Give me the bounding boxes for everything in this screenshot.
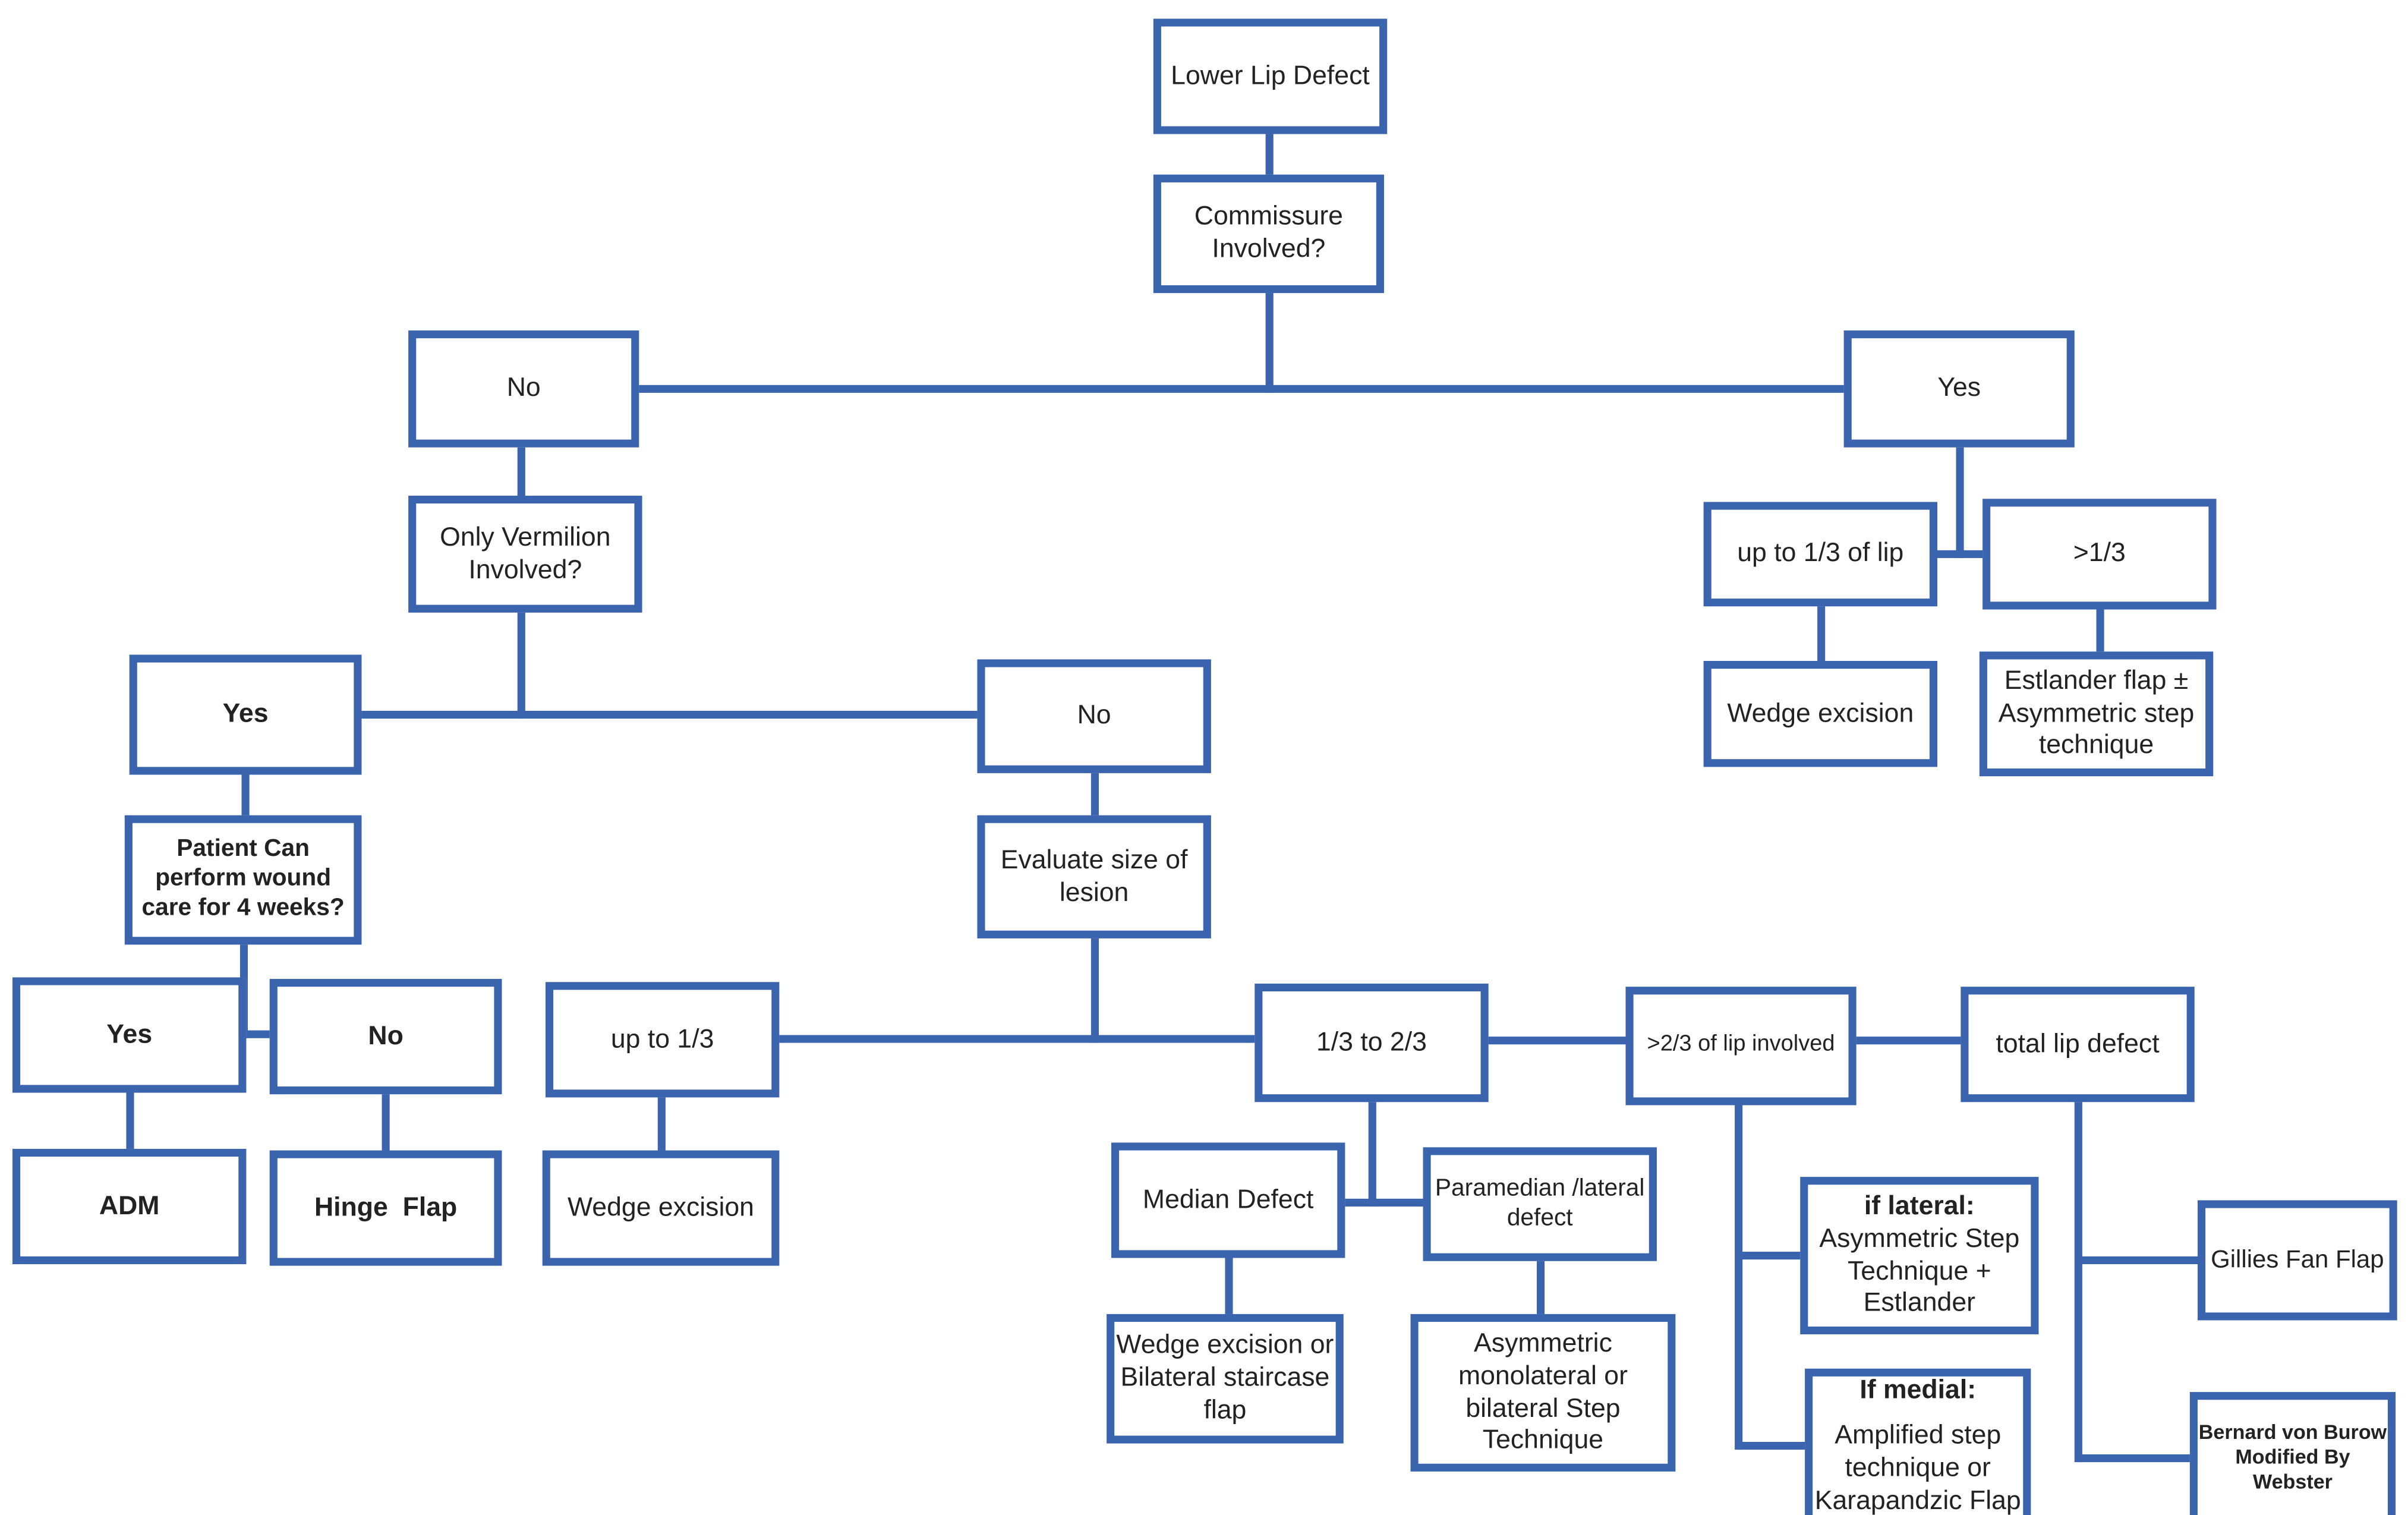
connector-stub-ifmedial — [1738, 1441, 1808, 1450]
node-label: Yes — [1937, 373, 1981, 402]
node-label: Bernard von Burow Modified By Webster — [2198, 1420, 2393, 1494]
node-label: Patient Can perform wound care for 4 wee… — [141, 836, 345, 921]
connector-stub-bernard — [2078, 1454, 2193, 1463]
node-heading: if lateral: — [1864, 1190, 1975, 1221]
connector-yescare-adm — [126, 1091, 134, 1151]
connector-onlyvermilion-split — [517, 611, 525, 719]
connector-evaluate-split — [1090, 937, 1099, 1043]
connector-gttwothirds-down — [1735, 1103, 1743, 1450]
connector-stub-gillies — [2078, 1256, 2201, 1265]
node-label: >1/3 — [2073, 538, 2126, 568]
node-up-to-third: up to 1/3 — [545, 982, 780, 1098]
node-gillies-fan-flap: Gillies Fan Flap — [2198, 1200, 2397, 1321]
connector-upthird-wedge — [657, 1095, 666, 1152]
connector-upthirdlip-wedgeright — [1817, 604, 1826, 663]
connector-novermilion-evaluate — [1090, 771, 1099, 817]
node-label: Yes — [222, 698, 269, 729]
connector-gtthird-estlander — [2096, 607, 2104, 653]
connector-thirdtwothirds-gttwothirds — [1487, 1037, 1628, 1045]
node-paramedian-lateral-defect: Paramedian /lateral defect — [1423, 1147, 1657, 1261]
node-label: 1/3 to 2/3 — [1316, 1026, 1427, 1057]
node-label: Wedge excision — [568, 1192, 754, 1222]
node-wedge-excision-mid: Wedge excision — [542, 1150, 780, 1266]
node-no-care: No — [269, 979, 502, 1095]
connector-nocare-hinge — [382, 1092, 390, 1152]
node-label: Paramedian /lateral defect — [1435, 1174, 1651, 1231]
node-no-vermilion: No — [977, 659, 1211, 773]
node-lower-lip-defect: Lower Lip Defect — [1153, 18, 1388, 134]
node-wedge-or-bilateral-staircase: Wedge excision or Bilateral staircase fl… — [1107, 1314, 1344, 1444]
node-adm: ADM — [12, 1148, 247, 1265]
node-label: up to 1/3 — [610, 1023, 714, 1053]
node-label: Lower Lip Defect — [1171, 60, 1370, 90]
node-label: up to 1/3 of lip — [1737, 538, 1904, 568]
node-only-vermilion: Only Vermilion Involved? — [408, 496, 642, 613]
node-label: Evaluate size of lesion — [1000, 844, 1195, 907]
node-label: Median Defect — [1142, 1184, 1314, 1214]
connector-no-onlyvermilion — [517, 446, 525, 497]
node-yes-vermilion: Yes — [129, 654, 362, 775]
node-label: Gillies Fan Flap — [2211, 1246, 2384, 1274]
connector-root-commissure — [1265, 132, 1274, 177]
node-label: No — [368, 1020, 404, 1050]
node-label: Only Vermilion Involved? — [440, 521, 618, 584]
node-total-lip-defect: total lip defect — [1961, 987, 2195, 1103]
node-label: Wedge excision — [1727, 697, 1914, 727]
node-up-to-third-of-lip: up to 1/3 of lip — [1703, 502, 1938, 607]
connector-upthird-thirdtwothirds — [777, 1035, 1256, 1043]
connector-commissure-split — [1265, 291, 1274, 393]
connector-paramedian-asymmono — [1536, 1259, 1545, 1316]
node-if-lateral: if lateral: Asymmetric Step Technique + … — [1800, 1177, 2039, 1335]
node-label: Estlander flap ± Asymmetric step techniq… — [1998, 665, 2202, 760]
connector-yesvermilion-novermilion — [360, 710, 979, 719]
node-evaluate-size: Evaluate size of lesion — [977, 815, 1211, 938]
node-label: Asymmetric monolateral or bilateral Step… — [1458, 1328, 1635, 1455]
node-bernard-von-burow: Bernard von Burow Modified By Webster — [2189, 1392, 2396, 1515]
node-asymmetric-mono-bilateral-step: Asymmetric monolateral or bilateral Step… — [1410, 1314, 1676, 1472]
node-gt-third: >1/3 — [1982, 499, 2217, 610]
node-label: >2/3 of lip involved — [1647, 1032, 1835, 1057]
connector-gttwothirds-totallip — [1855, 1037, 1962, 1045]
node-label: Hinge Flap — [314, 1192, 458, 1222]
node-estlander-flap: Estlander flap ± Asymmetric step techniq… — [1979, 651, 2214, 777]
connector-upthirdlip-gtthird — [1936, 550, 1986, 558]
node-label: Wedge excision or Bilateral staircase fl… — [1116, 1330, 1341, 1425]
node-median-defect: Median Defect — [1111, 1142, 1345, 1258]
connector-stub-iflateral — [1738, 1252, 1804, 1260]
node-heading: If medial: — [1859, 1374, 1977, 1404]
node-yes-commissure: Yes — [1843, 330, 2075, 448]
node-label: No — [1077, 700, 1111, 730]
node-label: ADM — [99, 1190, 160, 1220]
connector-yesvermilion-patientcare — [241, 773, 250, 817]
node-no-commissure: No — [408, 330, 639, 448]
connector-yescommissure-split — [1956, 446, 1964, 558]
node-body: Amplified step technique or Karapandzic … — [1814, 1420, 2021, 1515]
connector-totallip-down — [2074, 1100, 2082, 1463]
node-gt-two-thirds: >2/3 of lip involved — [1625, 987, 1857, 1105]
node-hinge-flap: Hinge Flap — [269, 1150, 502, 1266]
connector-median-paramedian — [1342, 1198, 1426, 1207]
node-if-medial: If medial: Amplified step technique or K… — [1805, 1368, 2031, 1515]
connector-yescare-nocare — [237, 1030, 279, 1038]
connector-thirdtwothirds-split — [1368, 1100, 1376, 1207]
node-label: total lip defect — [1996, 1028, 2160, 1058]
node-third-to-two-thirds: 1/3 to 2/3 — [1255, 983, 1489, 1103]
node-yes-care: Yes — [12, 977, 247, 1093]
node-patient-wound-care: Patient Can perform wound care for 4 wee… — [124, 815, 362, 945]
connector-median-staircase — [1225, 1256, 1233, 1316]
connector-no-yes-commissure — [637, 385, 1846, 393]
node-label: No — [506, 373, 541, 402]
node-commissure-involved: Commissure Involved? — [1153, 174, 1384, 294]
node-body: Asymmetric Step Technique + Estlander — [1819, 1223, 2026, 1318]
node-label: Commissure Involved? — [1194, 201, 1351, 264]
node-label: Yes — [106, 1019, 153, 1049]
node-wedge-excision-right: Wedge excision — [1703, 661, 1938, 767]
